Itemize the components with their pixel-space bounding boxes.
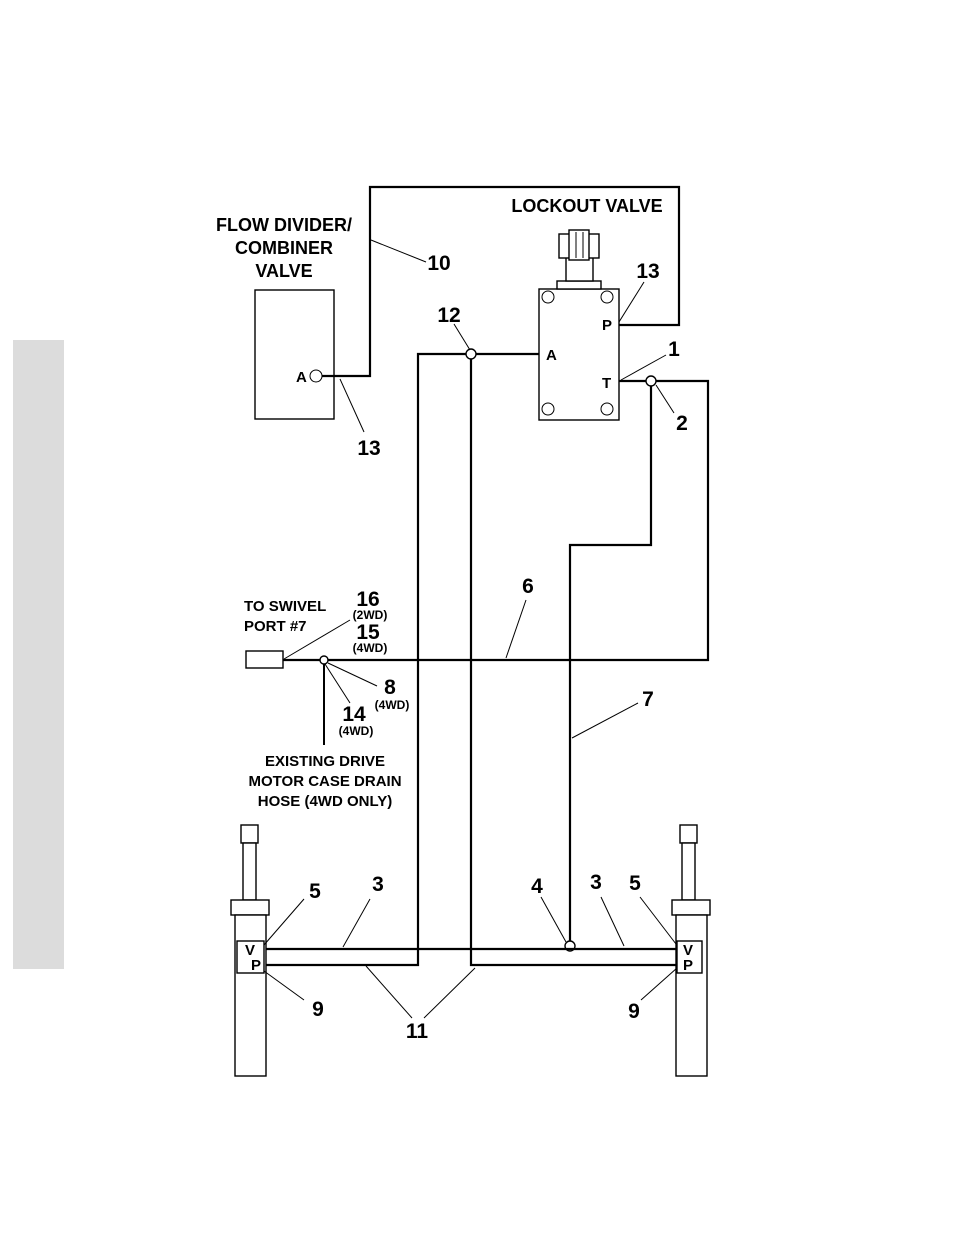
callout-9-right: 9 <box>628 1000 640 1023</box>
lockout-port-p-label: P <box>602 317 612 334</box>
callout-14: 14 <box>342 703 366 726</box>
leader-2 <box>656 385 674 413</box>
flow-divider-body <box>255 290 334 419</box>
flow-divider-title-1: FLOW DIVIDER/ <box>216 215 352 235</box>
left-cylinder-gland <box>231 900 269 915</box>
leader-9-left <box>264 971 304 1000</box>
callout-4: 4 <box>531 875 543 898</box>
leader-6 <box>506 600 526 658</box>
tee-fitting-8 <box>320 656 328 664</box>
flow-divider-port-a-label: A <box>296 369 307 386</box>
right-steer-cylinder: V P <box>672 825 710 1076</box>
left-steer-cylinder: V P <box>231 825 269 1076</box>
leader-14 <box>325 664 350 703</box>
callout-3-right: 3 <box>590 871 602 894</box>
right-cylinder-p-label: P <box>683 957 693 974</box>
leader-9-right <box>641 968 677 1000</box>
flow-divider-valve: A <box>255 290 334 419</box>
leader-7 <box>572 703 638 738</box>
callout-15-note: (4WD) <box>353 641 388 655</box>
leader-13-left <box>340 379 364 432</box>
right-cylinder-rod-end <box>680 825 697 843</box>
callout-10: 10 <box>427 252 450 275</box>
right-cylinder-barrel <box>676 915 707 1076</box>
lockout-port-t-label: T <box>602 375 611 392</box>
hose-6 <box>283 381 708 660</box>
callout-3-left: 3 <box>372 873 384 896</box>
tee-fitting-12 <box>466 349 476 359</box>
drain-label-3: HOSE (4WD ONLY) <box>258 793 392 810</box>
left-cylinder-rod <box>243 843 256 900</box>
to-swivel-line-2: PORT #7 <box>244 618 307 635</box>
lockout-valve: P A T <box>539 230 619 420</box>
callout-5-left: 5 <box>309 880 321 903</box>
callout-8: 8 <box>384 676 396 699</box>
leader-13-top <box>619 282 644 322</box>
leader-12 <box>454 324 470 350</box>
callout-12: 12 <box>437 304 460 327</box>
leader-5-right <box>640 897 676 944</box>
callout-9-left: 9 <box>312 998 324 1021</box>
lockout-port-a-label: A <box>546 347 557 364</box>
leader-3-right <box>601 897 624 946</box>
leader-5-left <box>264 899 304 945</box>
lockout-valve-title: LOCKOUT VALVE <box>511 196 662 216</box>
left-cylinder-barrel <box>235 915 266 1076</box>
leader-8 <box>328 663 377 686</box>
right-cylinder-rod <box>682 843 695 900</box>
lockout-plunger-base <box>557 281 601 289</box>
swivel-port-connector <box>246 651 283 668</box>
callout-2: 2 <box>676 412 688 435</box>
flow-divider-title-2: COMBINER <box>235 238 333 258</box>
to-swivel-line-1: TO SWIVEL <box>244 598 326 615</box>
callout-6: 6 <box>522 575 534 598</box>
callout-14-note: (4WD) <box>339 724 374 738</box>
callout-11: 11 <box>406 1020 429 1043</box>
leader-3-left <box>343 899 370 947</box>
drain-label-1: EXISTING DRIVE <box>265 753 385 770</box>
leader-11-right <box>424 968 475 1018</box>
flow-divider-title-3: VALVE <box>255 261 312 281</box>
tee-fitting-2 <box>646 376 656 386</box>
lockout-clevis-slot <box>569 230 589 260</box>
left-cylinder-p-label: P <box>251 957 261 974</box>
callout-13-top: 13 <box>636 260 659 283</box>
leader-1 <box>621 355 666 380</box>
leader-11-left <box>366 966 412 1018</box>
left-cylinder-rod-end <box>241 825 258 843</box>
hose-7 <box>570 386 651 946</box>
callout-5-right: 5 <box>629 872 641 895</box>
callout-16-note: (2WD) <box>353 608 388 622</box>
drain-label-2: MOTOR CASE DRAIN <box>248 773 401 790</box>
right-cylinder-gland <box>672 900 710 915</box>
callout-13-left: 13 <box>357 437 380 460</box>
callout-1: 1 <box>668 338 680 361</box>
leader-4 <box>541 897 566 942</box>
callout-7: 7 <box>642 688 654 711</box>
callout-8-note: (4WD) <box>375 698 410 712</box>
leader-10 <box>371 240 426 262</box>
